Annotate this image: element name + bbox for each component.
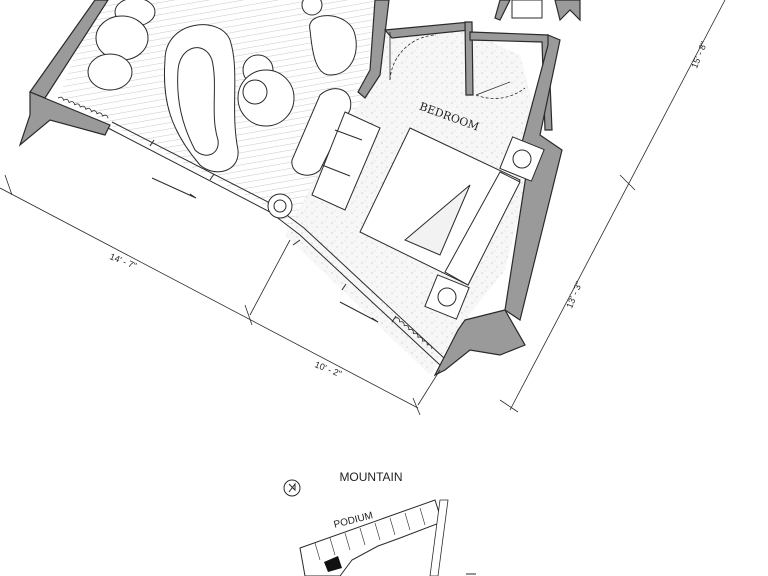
direction-arrows xyxy=(151,177,379,323)
dimension-lines xyxy=(0,0,726,416)
north-arrow-pointer xyxy=(288,482,296,493)
site-edge xyxy=(429,499,449,576)
building-unit-dividers xyxy=(314,507,426,561)
key-plan: MOUNTAIN PODIUM xyxy=(283,470,476,576)
key-plan-mountain-label: MOUNTAIN xyxy=(339,470,402,484)
walls xyxy=(18,0,581,377)
door-swings xyxy=(389,32,526,99)
dimension-label-depth-upper: 15' - 8" xyxy=(689,40,709,70)
dimension-label-depth-lower: 13' - 3" xyxy=(564,280,584,310)
heater-units xyxy=(57,96,433,349)
dimension-label-width-left: 14' - 7" xyxy=(108,251,138,271)
window-glazing xyxy=(107,121,445,366)
living-furniture xyxy=(87,0,357,219)
bedroom-furniture xyxy=(311,0,545,320)
dimension-label-width-right: 10' - 2" xyxy=(313,359,343,379)
highlighted-unit xyxy=(324,556,342,572)
